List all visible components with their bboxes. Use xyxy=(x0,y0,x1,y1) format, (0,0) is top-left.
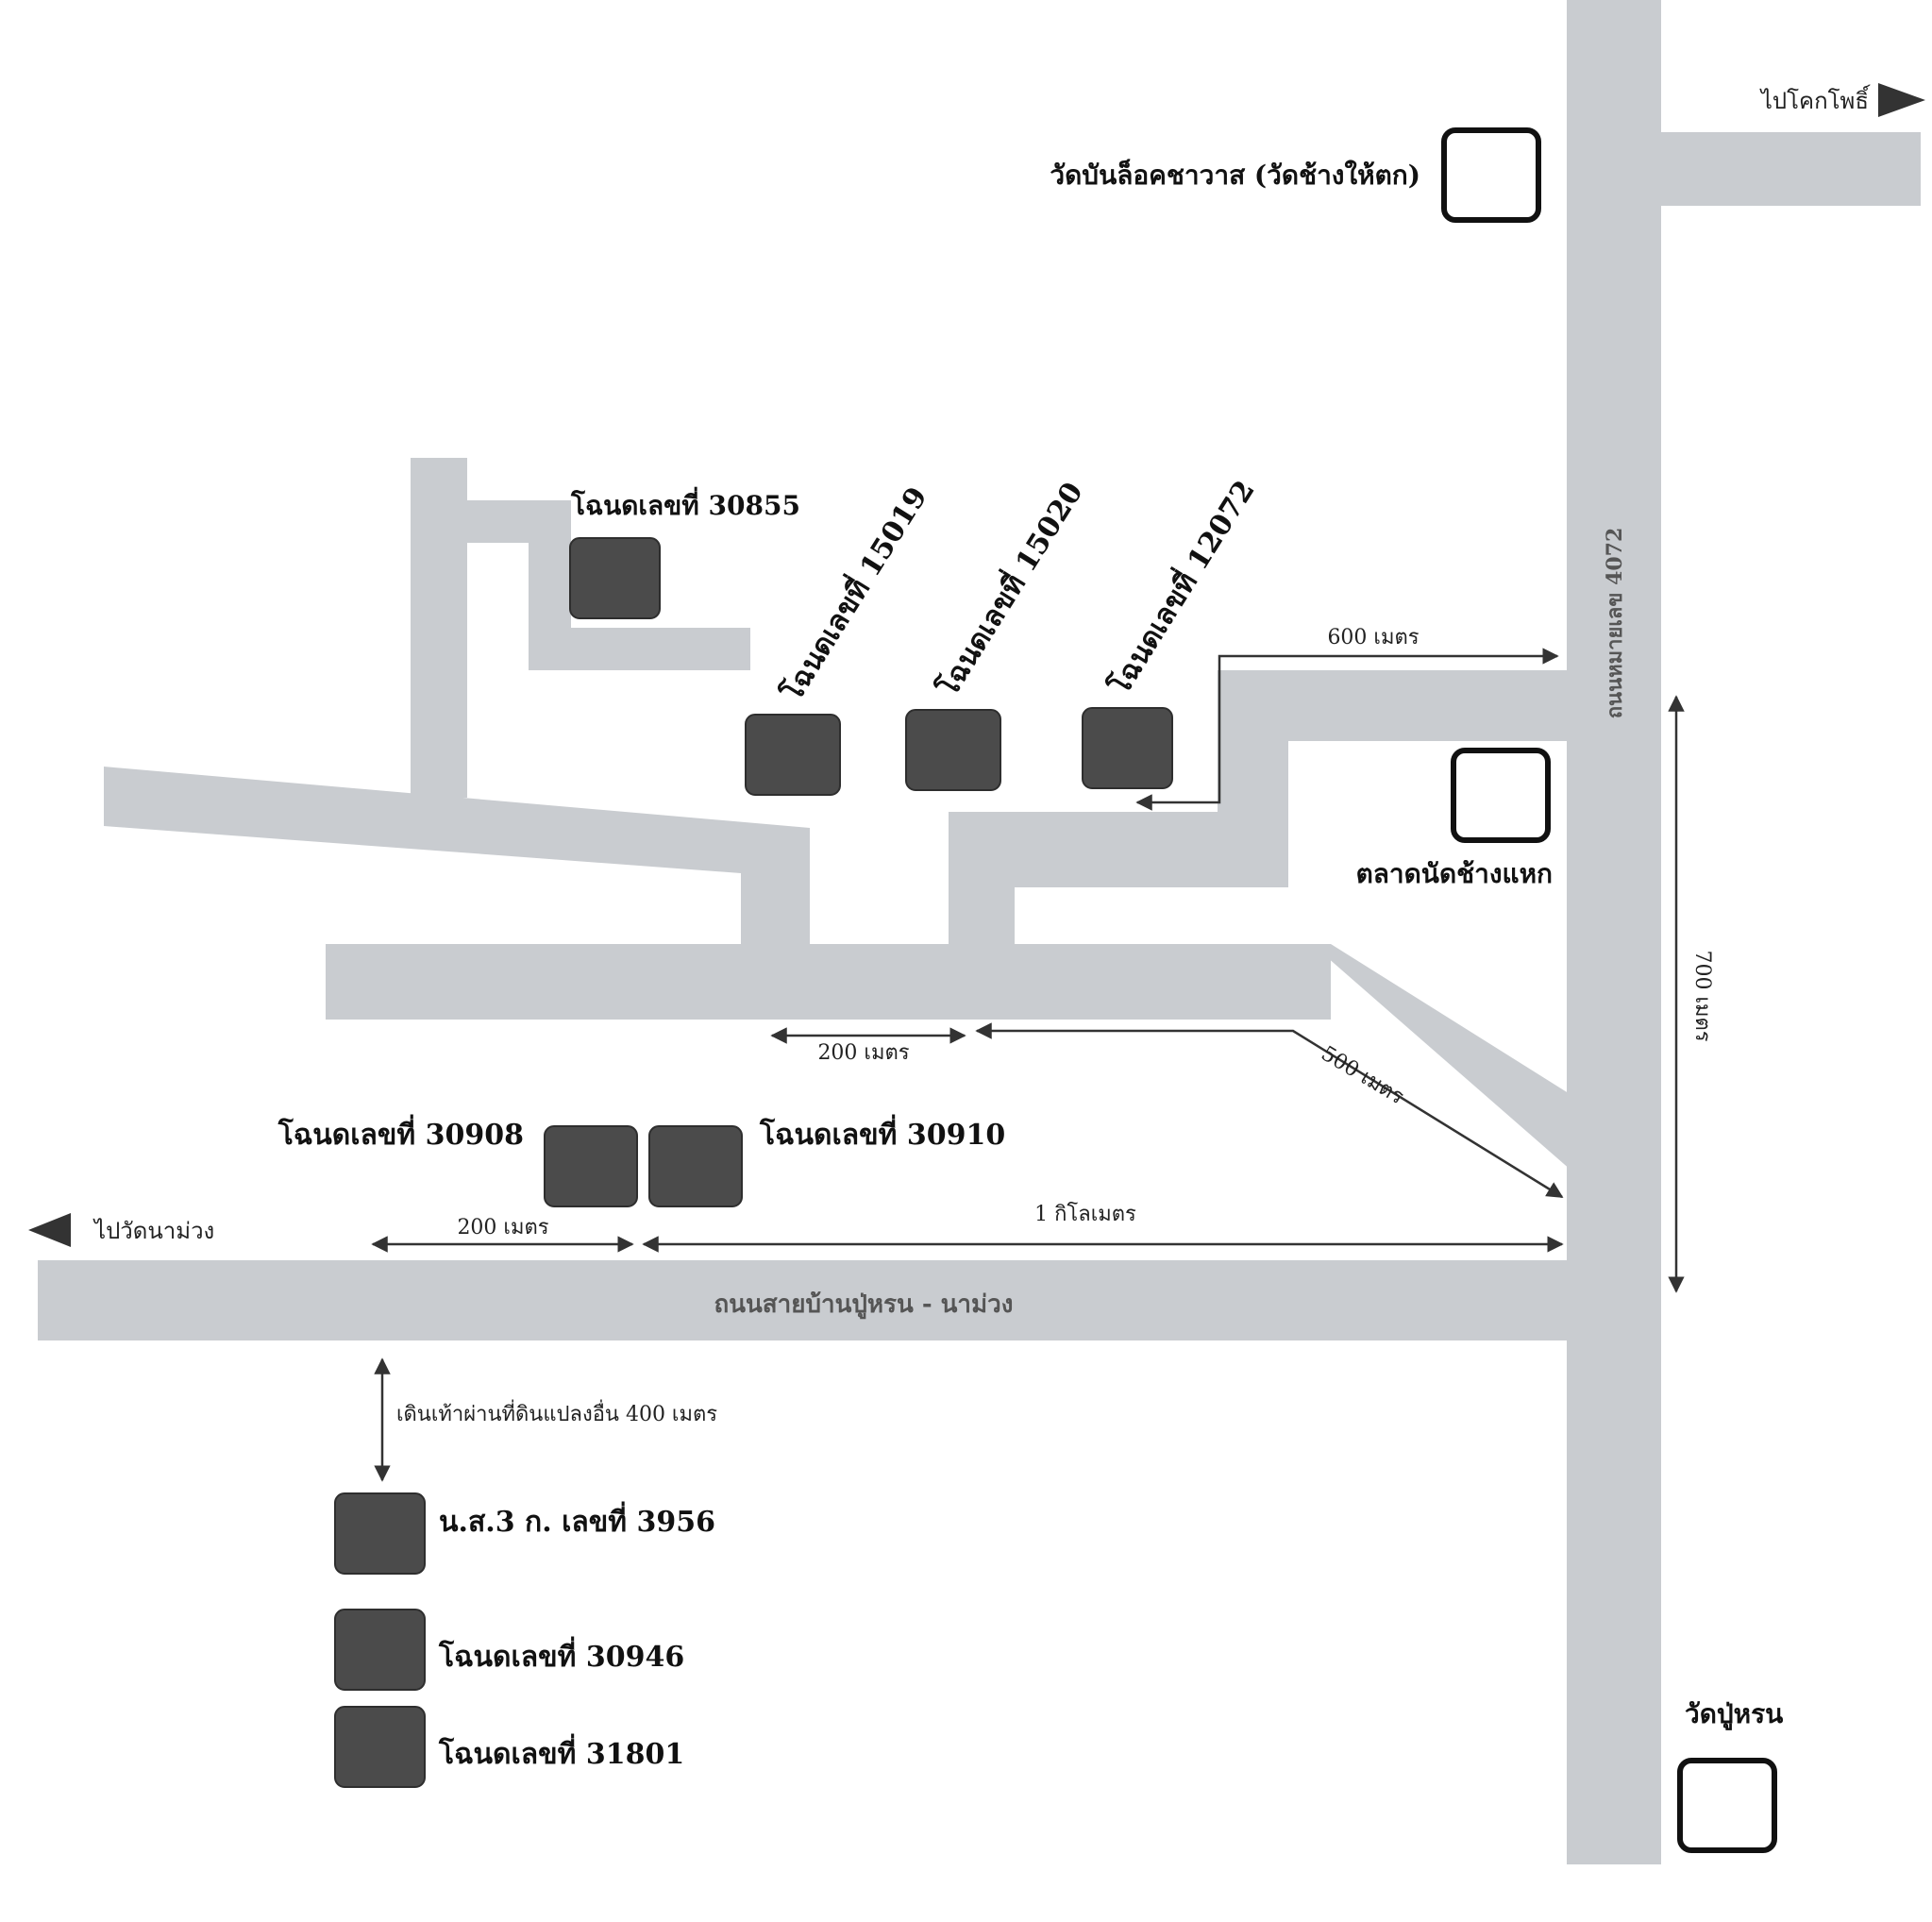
parcel-ns3k-3956 xyxy=(334,1492,426,1575)
dim-200-mid-label: 200 เมตร xyxy=(817,1041,909,1065)
parcel-12072 xyxy=(1082,707,1173,789)
dim-600-line xyxy=(1135,648,1559,811)
parcel-30946 xyxy=(334,1609,426,1691)
parcel-15019 xyxy=(745,714,841,796)
parcel-30908-label: โฉนดเลขที่ 30908 xyxy=(277,1114,524,1152)
road-to-khok-pho xyxy=(1652,132,1921,206)
highway-label: ถนนหมายเลข 4072 xyxy=(1603,528,1627,719)
parcel-30855 xyxy=(569,537,661,619)
parcel-ns3k-3956-label: น.ส.3 ก. เลขที่ 3956 xyxy=(439,1501,715,1539)
bottom-road xyxy=(38,1260,1576,1340)
to-na-muang-arrow-icon xyxy=(28,1213,71,1247)
roads xyxy=(38,0,1921,1864)
dim-500-label: 500 เมตร xyxy=(1317,1042,1407,1110)
to-khok-pho-label: ไปโคกโพธิ์ xyxy=(1759,84,1872,114)
temple-top-label: วัดบันล็อคชาวาส (วัดช้างให้ตก) xyxy=(1050,159,1420,191)
parcel-30946-label: โฉนดเลขที่ 30946 xyxy=(438,1636,684,1674)
dim-200-bottom-label: 200 เมตร xyxy=(457,1216,548,1239)
parcel-31801-label: โฉนดเลขที่ 31801 xyxy=(438,1733,684,1771)
to-khok-pho-arrow-icon xyxy=(1878,83,1925,117)
market-icon xyxy=(1451,748,1551,843)
parcel-31801 xyxy=(334,1706,426,1788)
temple-bottom-label: วัดปู่หรน xyxy=(1685,1698,1783,1730)
parcel-30908 xyxy=(544,1125,638,1207)
temple-top-icon xyxy=(1441,127,1541,223)
dim-600-label: 600 เมตร xyxy=(1327,626,1419,649)
inner-horizontal-road xyxy=(529,628,750,670)
dim-700-label: 700 เมตร xyxy=(1690,950,1714,1041)
highway-4072-road xyxy=(1567,0,1661,1864)
bottom-road-label: ถนนสายบ้านปู่หรน - นาม่วง xyxy=(714,1290,1014,1320)
parcel-30855-label: โฉนดเลขที่ 30855 xyxy=(570,486,800,521)
parcel-15020-label: โฉนดเลขที่ 15020 xyxy=(927,474,1089,703)
parcel-30910 xyxy=(648,1125,743,1207)
parcel-30910-label: โฉนดเลขที่ 30910 xyxy=(759,1114,1005,1152)
to-na-muang-label: ไปวัดนาม่วง xyxy=(92,1218,214,1244)
parcel-12072-label: โฉนดเลขที่ 12072 xyxy=(1099,472,1261,701)
market-label: ตลาดนัดช้างแหก xyxy=(1356,858,1553,889)
middle-road xyxy=(326,944,1331,1020)
dim-walk-400-label: เดินเท้าผ่านที่ดินแปลงอื่น 400 เมตร xyxy=(396,1399,717,1426)
dim-1km-label: 1 กิโลเมตร xyxy=(1034,1202,1136,1226)
dim-500-line xyxy=(975,1022,1564,1199)
upper-slanted-road xyxy=(104,767,810,944)
stepped-road-horizontal xyxy=(1218,670,1576,741)
temple-bottom-icon xyxy=(1677,1758,1777,1853)
parcel-15020 xyxy=(905,709,1001,791)
